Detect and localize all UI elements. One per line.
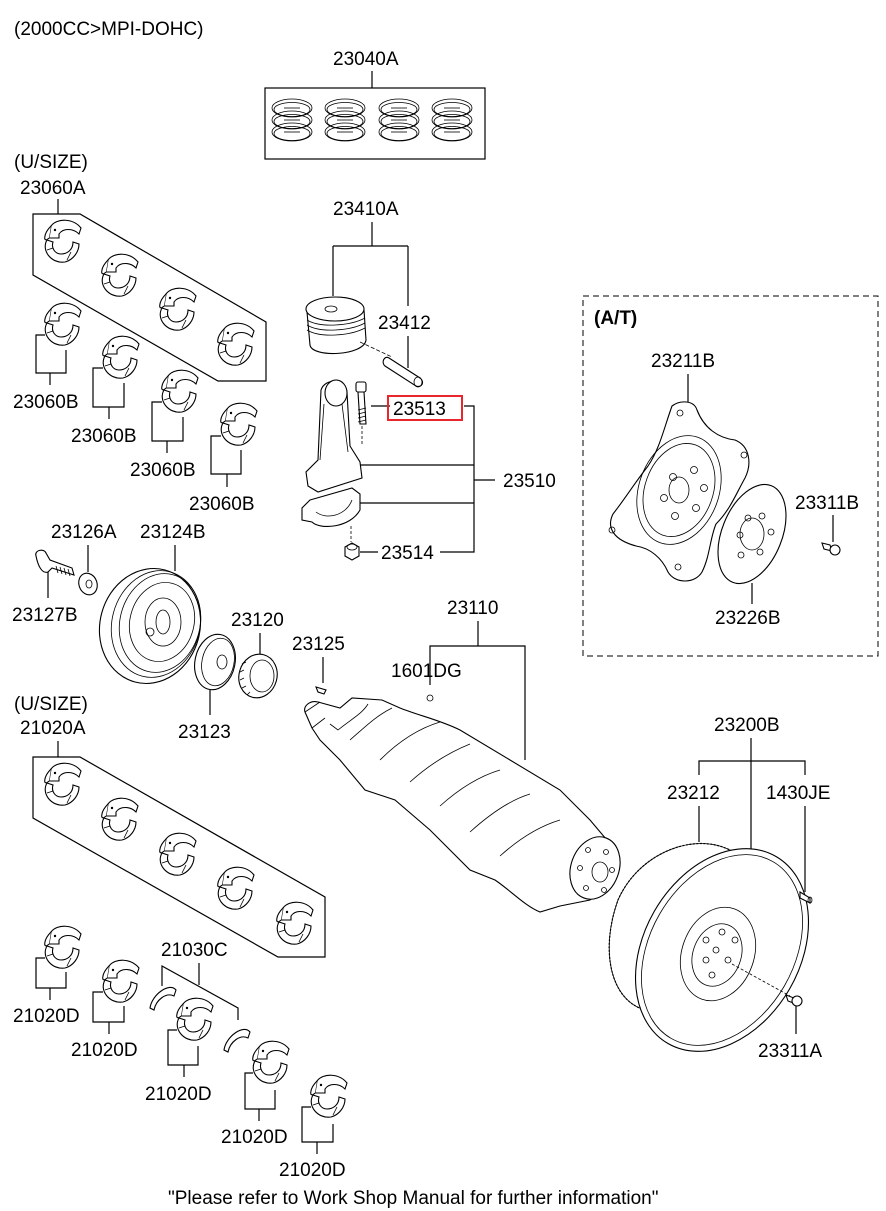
piston-assembly[interactable]: 23410A 23412 xyxy=(305,199,431,388)
drive-plate-bolt[interactable]: 23311B xyxy=(795,493,859,556)
part-label-23060B-4[interactable]: 23060B xyxy=(189,494,255,515)
usize-lower-label: (U/SIZE) xyxy=(14,694,88,715)
part-label-23412[interactable]: 23412 xyxy=(378,313,431,334)
part-label-23120[interactable]: 23120 xyxy=(231,610,284,631)
ring-set-4 xyxy=(432,99,472,141)
connecting-rod[interactable]: 23513 23514 23510 xyxy=(301,379,556,564)
part-label-23311B[interactable]: 23311B xyxy=(795,493,859,514)
engine-spec-label: (2000CC>MPI-DOHC) xyxy=(14,19,204,40)
thrust-bearing-set[interactable]: 21030C xyxy=(149,940,251,1053)
part-label-21020D-4[interactable]: 21020D xyxy=(221,1127,288,1148)
main-bearing-3[interactable]: 21020D xyxy=(145,997,214,1105)
part-label-21020A[interactable]: 21020A xyxy=(20,718,86,739)
part-label-23060A[interactable]: 23060A xyxy=(20,178,86,199)
ring-set-3 xyxy=(379,99,419,141)
part-label-23124B[interactable]: 23124B xyxy=(140,522,206,543)
part-label-23125[interactable]: 23125 xyxy=(292,634,345,655)
con-rod-bearing-4[interactable]: 23060B xyxy=(189,402,258,515)
flywheel-bolt[interactable]: 23311A xyxy=(758,994,822,1062)
main-bearing-1[interactable]: 21020D xyxy=(13,925,82,1027)
ring-set-2 xyxy=(325,99,365,141)
part-label-23127B[interactable]: 23127B xyxy=(12,605,78,626)
con-rod-bearing-2[interactable]: 23060B xyxy=(71,335,140,447)
part-label-21020D-1[interactable]: 21020D xyxy=(13,1006,80,1027)
part-label-23212[interactable]: 23212 xyxy=(667,783,720,804)
part-label-23211B[interactable]: 23211B xyxy=(651,351,715,372)
part-label-23200B[interactable]: 23200B xyxy=(714,715,780,736)
part-label-21020D-5[interactable]: 21020D xyxy=(279,1160,346,1181)
part-label-23110[interactable]: 23110 xyxy=(447,598,498,619)
part-label-21020D-2[interactable]: 21020D xyxy=(71,1040,138,1061)
part-label-23126A[interactable]: 23126A xyxy=(51,522,117,543)
part-label-23226B[interactable]: 23226B xyxy=(715,608,781,629)
main-bearing-2[interactable]: 21020D xyxy=(71,959,140,1061)
footer-note: "Please refer to Work Shop Manual for fu… xyxy=(168,1188,658,1209)
usize-upper-label: (U/SIZE) xyxy=(14,152,88,173)
piston-pin[interactable]: 23412 xyxy=(378,313,431,388)
con-rod-bearing-set[interactable]: (U/SIZE) 23060A xyxy=(14,152,267,382)
part-label-23510[interactable]: 23510 xyxy=(503,471,556,492)
part-label-23060B-2[interactable]: 23060B xyxy=(71,426,137,447)
rod-nut[interactable]: 23514 xyxy=(344,526,434,564)
washer-23126A[interactable] xyxy=(76,545,100,597)
crankshaft[interactable]: 23110 1601DG xyxy=(304,598,629,913)
main-bearing-set[interactable]: (U/SIZE) 21020A xyxy=(14,694,326,958)
part-label-23040A[interactable]: 23040A xyxy=(333,49,399,70)
part-label-23311A[interactable]: 23311A xyxy=(758,1041,822,1062)
part-label-23060B-1[interactable]: 23060B xyxy=(13,392,79,413)
con-rod-bearing-3[interactable]: 23060B xyxy=(130,369,199,481)
main-bearing-5[interactable]: 21020D xyxy=(279,1074,348,1181)
con-rod-bearing-1[interactable]: 23060B xyxy=(13,302,82,413)
piston-ring-set[interactable]: 23040A xyxy=(264,49,486,160)
ring-gear[interactable]: 23212 xyxy=(608,783,736,1011)
crank-pulley[interactable]: 23124B xyxy=(87,522,214,695)
part-label-23060B-3[interactable]: 23060B xyxy=(130,460,196,481)
flywheel-assembly[interactable]: 23200B 23212 1430JE xyxy=(600,715,843,1083)
adapter-plate[interactable]: 23226B xyxy=(705,475,800,629)
part-label-1601DG[interactable]: 1601DG xyxy=(391,661,462,682)
flange-23123[interactable]: 23123 xyxy=(178,630,240,743)
drive-plate[interactable]: 23211B xyxy=(608,351,750,582)
at-drive-plate-group: (A/T) 23211B xyxy=(582,295,879,657)
bolt-23127B[interactable]: 23126A 23127B xyxy=(12,522,117,626)
part-label-23123[interactable]: 23123 xyxy=(178,722,231,743)
main-bearing-4[interactable]: 21020D xyxy=(221,1040,290,1148)
part-label-21020D-3[interactable]: 21020D xyxy=(145,1084,212,1105)
part-label-23514[interactable]: 23514 xyxy=(381,543,434,564)
ring-set-1 xyxy=(272,99,312,141)
part-label-23513[interactable]: 23513 xyxy=(393,399,446,420)
part-label-1430JE[interactable]: 1430JE xyxy=(766,783,830,804)
part-label-23410A[interactable]: 23410A xyxy=(333,199,399,220)
dowel-pin[interactable]: 1430JE xyxy=(766,783,830,904)
at-group-label: (A/T) xyxy=(594,308,637,329)
key-23125[interactable]: 23125 xyxy=(292,634,345,695)
part-label-21030C[interactable]: 21030C xyxy=(161,940,228,961)
highlight-box xyxy=(387,395,463,421)
timing-sprocket-23120[interactable]: 23120 xyxy=(231,610,284,702)
rod-bolt[interactable]: 23513 xyxy=(355,381,463,444)
